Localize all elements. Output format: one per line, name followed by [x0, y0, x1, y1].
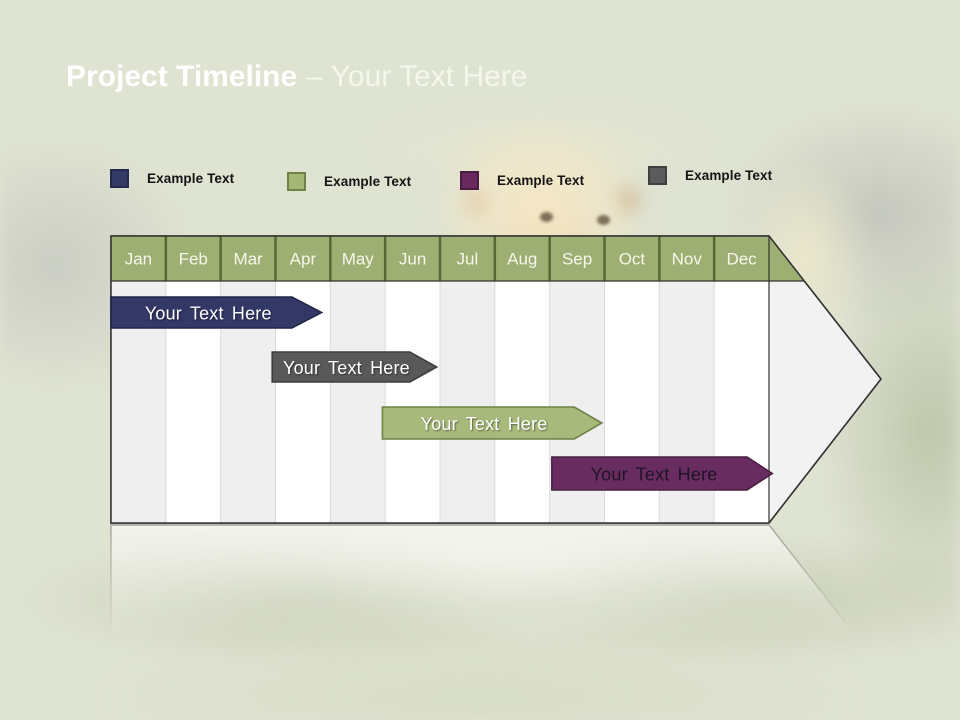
timeline-reflection-shape: [110, 524, 882, 720]
legend-item-purple: Example Text: [460, 171, 584, 190]
gantt-bar: [271, 351, 439, 383]
timeline-reflection-svg: [110, 524, 882, 720]
month-column: [440, 281, 495, 523]
dog-right-eye: [597, 215, 610, 225]
legend-label: Example Text: [497, 173, 585, 188]
legend-item-gray: Example Text: [648, 166, 772, 185]
gantt-bar-label: Your Text Here: [421, 414, 548, 434]
gantt-bar-label: Your Text Here: [283, 358, 410, 378]
timeline-arrow-outline: [110, 235, 882, 524]
timeline-arrow-svg: Jan Feb Mar Apr May Jun Jul Aug Sep Oct Nov DecYour…: [110, 235, 882, 524]
legend-label: Example Text: [147, 171, 235, 186]
month-column: [385, 281, 440, 523]
month-label: Apr: [290, 250, 317, 269]
month-label: Sep: [562, 250, 592, 269]
legend-swatch-green: [287, 172, 306, 191]
month-header-band: [111, 236, 831, 281]
legend-label: Example Text: [685, 168, 773, 183]
legend-label: Example Text: [324, 174, 412, 189]
month-label: Jul: [457, 250, 479, 269]
month-label: Oct: [619, 250, 646, 269]
page-title-subtitle: – Your Text Here: [306, 60, 528, 93]
gantt-bar: [551, 456, 774, 491]
timeline-reflection: [110, 524, 885, 720]
month-column: [330, 281, 386, 523]
month-label: Nov: [672, 250, 703, 269]
gantt-bar-label: Your Text Here: [591, 465, 718, 485]
month-label: Dec: [726, 250, 757, 269]
legend-swatch-navy: [110, 169, 129, 188]
month-label: May: [342, 250, 375, 269]
month-column: [494, 281, 550, 523]
legend-item-navy: Example Text: [110, 169, 234, 188]
gantt-bar: [381, 406, 604, 440]
month-label: Jun: [399, 250, 426, 269]
month-label: Jan: [125, 250, 152, 269]
gantt-bar-label: Your Text Here: [145, 304, 272, 324]
legend-swatch-purple: [460, 171, 479, 190]
month-label: Feb: [179, 250, 208, 269]
month-label: Aug: [507, 250, 537, 269]
dog-left-eye: [540, 212, 553, 222]
legend-swatch-gray: [648, 166, 667, 185]
page-title: Project Timeline– Your Text Here: [66, 58, 527, 96]
page-title-bold: Project Timeline: [66, 60, 298, 93]
legend-item-green: Example Text: [287, 172, 411, 191]
gantt-bar: [110, 296, 324, 329]
month-label: Mar: [233, 250, 263, 269]
